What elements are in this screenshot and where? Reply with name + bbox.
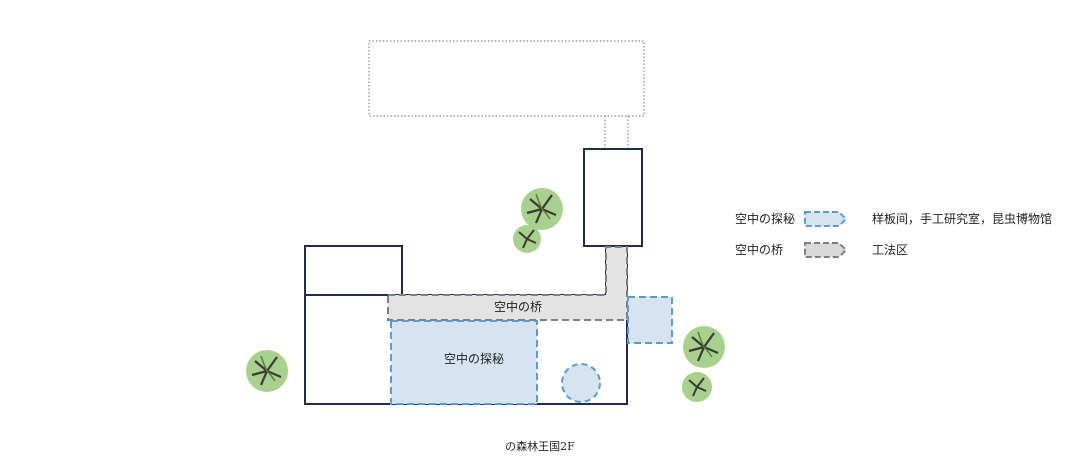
tree-icon (513, 225, 541, 253)
sky-explore-zone (390, 320, 538, 405)
floor-caption: の森林王国2F (505, 440, 575, 453)
legend-explore-arrow-icon (804, 211, 848, 227)
tree-icon (521, 188, 563, 230)
tower-block (583, 148, 643, 247)
tree-icon (683, 326, 725, 368)
tree-icon (246, 350, 288, 392)
tree-icon (682, 372, 712, 402)
legend-bridge-name: 空中の桥 (735, 243, 784, 257)
legend-explore-name: 空中の探秘 (735, 212, 796, 226)
legend-explore-description: 样板间，手工研究室，昆虫博物馆 (872, 212, 1053, 226)
sky-explore-circle (561, 363, 601, 403)
sky-bridge-zone (387, 246, 628, 321)
bridge-zone-label: 空中の桥 (493, 300, 542, 314)
small-block (304, 245, 403, 296)
sky-explore-annex (627, 296, 673, 344)
explore-zone-label: 空中の探秘 (443, 352, 504, 366)
legend-bridge-arrow-icon (804, 242, 848, 258)
upper-dotted-outline (368, 40, 645, 148)
legend-bridge-description: 工法区 (872, 243, 909, 257)
